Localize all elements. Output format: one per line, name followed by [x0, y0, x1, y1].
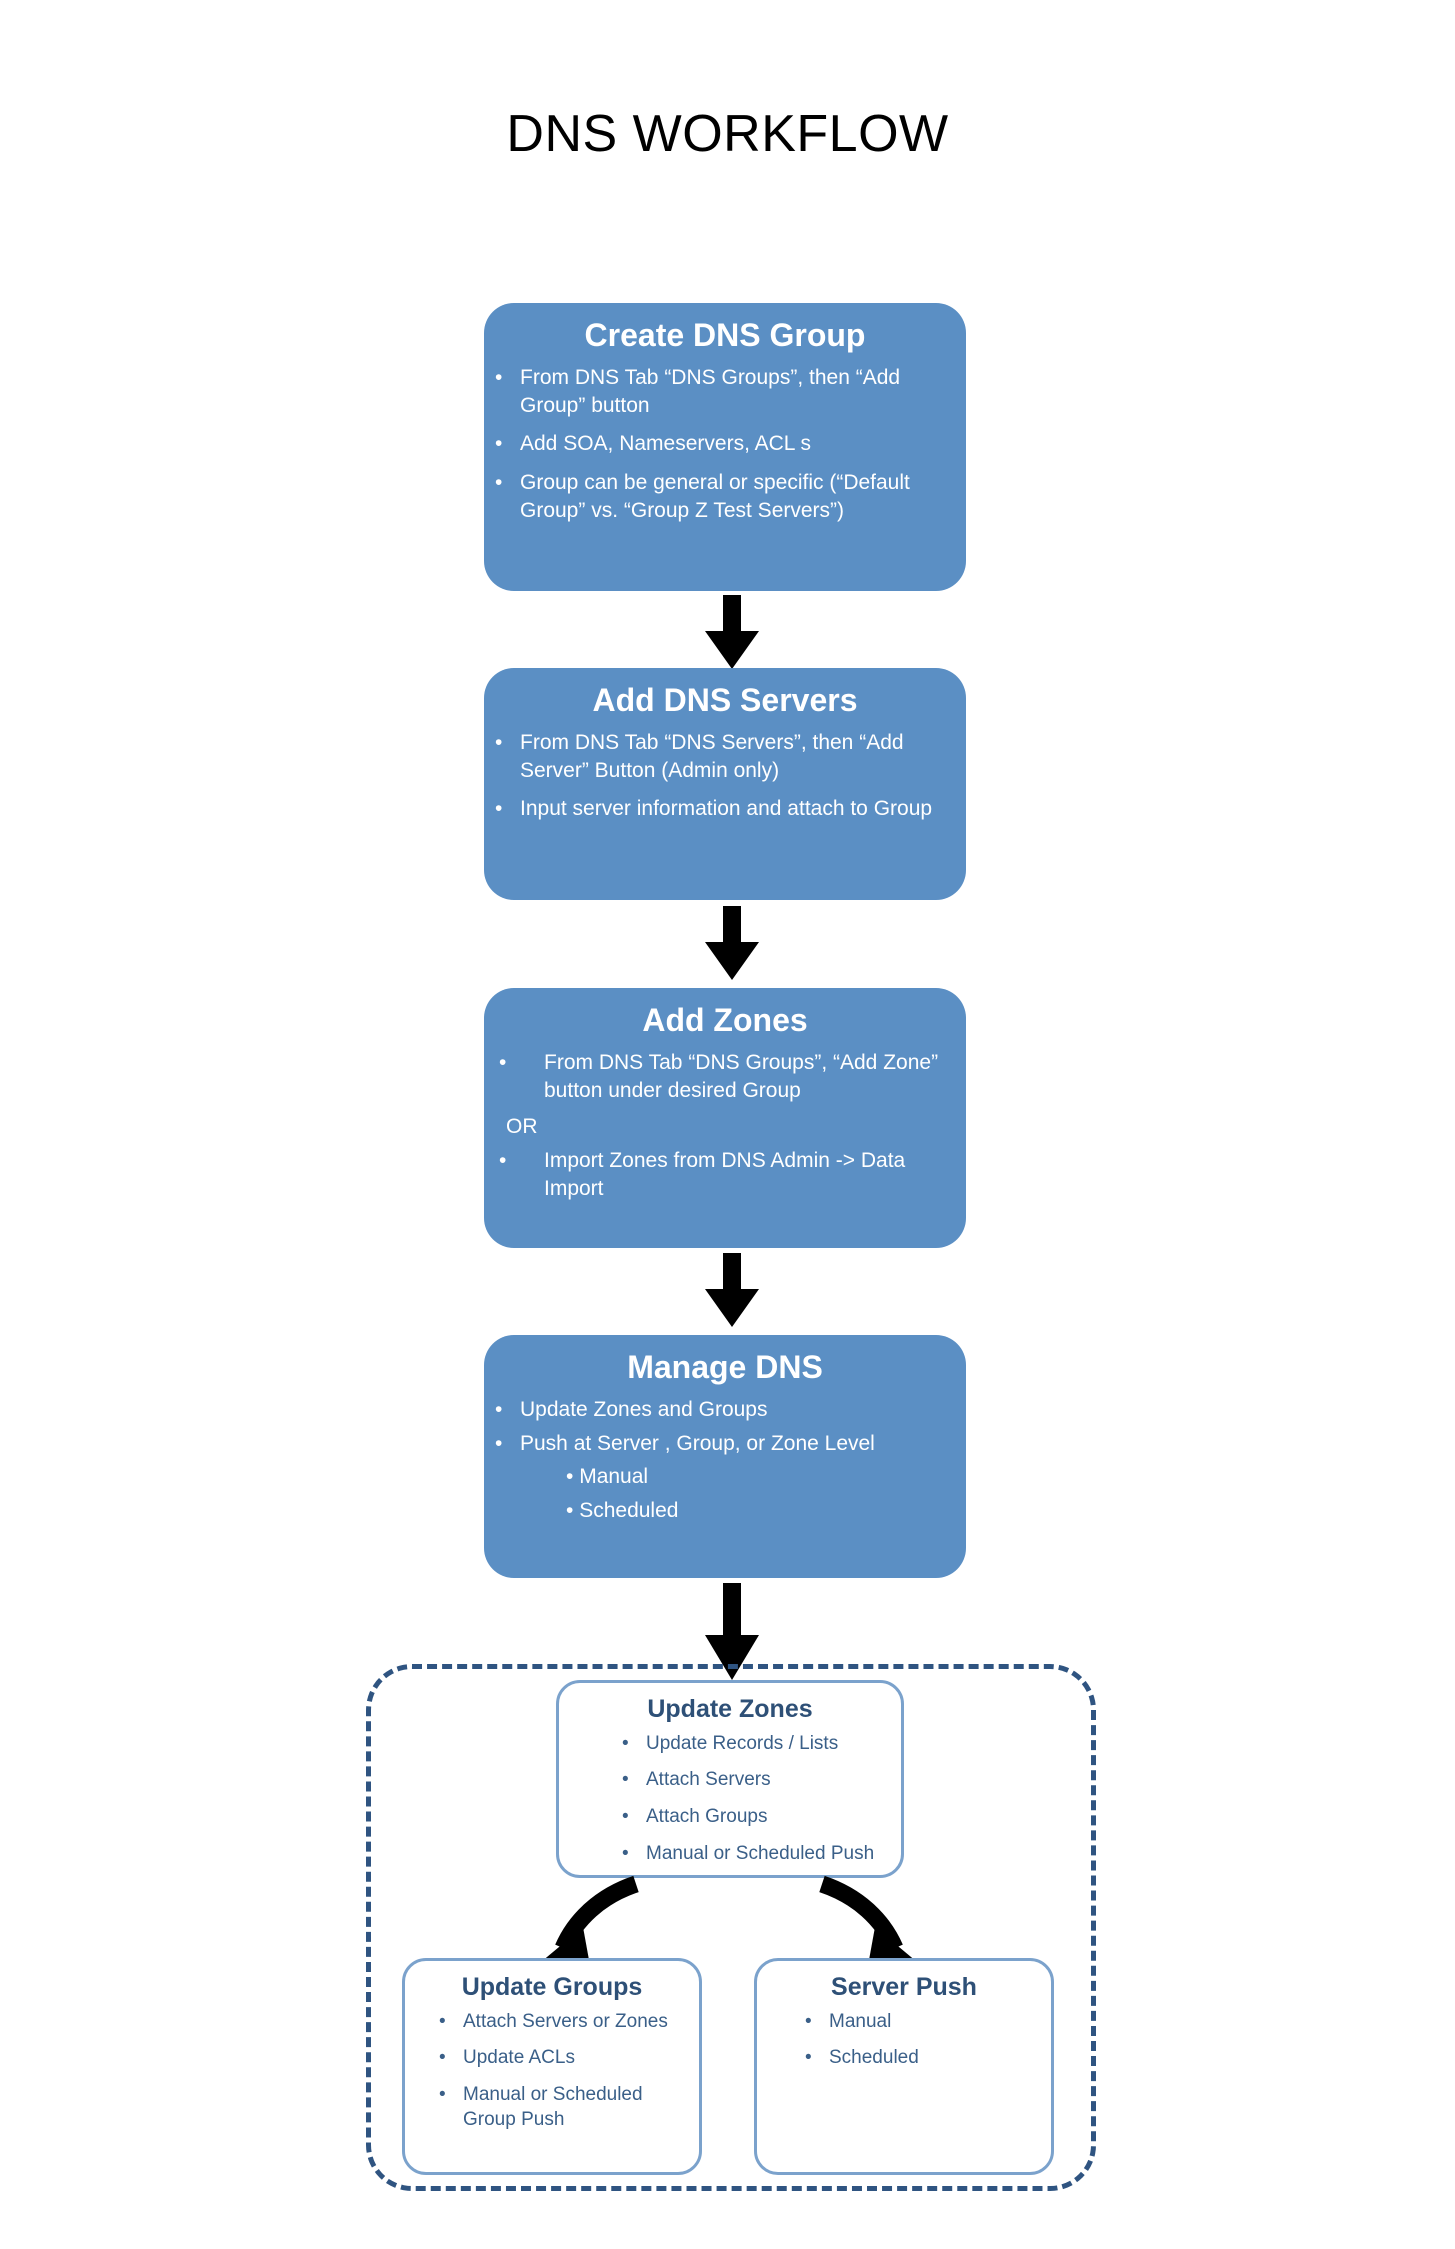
bullet-glyph: •: [622, 1806, 629, 1828]
step-bullet-list-after-or: • Import Zones from DNS Admin -> Data Im…: [499, 1147, 950, 1202]
list-item: • Update Zones and Groups: [495, 1396, 956, 1424]
detail-box-title: Update Zones: [647, 1695, 813, 1723]
list-item: • Attach Servers or Zones: [439, 2010, 685, 2035]
bullet-text: Manual or Scheduled Group Push: [463, 2084, 643, 2130]
detail-group-dashed-container: [366, 1664, 1096, 2191]
list-item: • Manual or Scheduled Push: [622, 1842, 891, 1867]
step-title: Manage DNS: [627, 1349, 823, 1385]
step-bullet-list: • From DNS Tab “DNS Groups”, then “Add G…: [495, 364, 950, 525]
step-title: Add DNS Servers: [592, 682, 858, 718]
list-item: • Update Records / Lists: [622, 1732, 891, 1757]
list-item: • From DNS Tab “DNS Groups”, “Add Zone” …: [499, 1049, 950, 1104]
bullet-text: Import Zones from DNS Admin -> Data Impo…: [544, 1149, 906, 1200]
or-separator-label: OR: [506, 1115, 538, 1139]
bullet-text: Update Zones and Groups: [520, 1397, 768, 1421]
step-bullet-list-before-or: • From DNS Tab “DNS Groups”, “Add Zone” …: [499, 1049, 950, 1104]
bullet-glyph: •: [566, 1498, 574, 1522]
step-bullet-list: • From DNS Tab “DNS Servers”, then “Add …: [495, 729, 950, 823]
bullet-glyph: •: [622, 1842, 629, 1864]
list-item: • Attach Servers: [622, 1768, 891, 1793]
detail-bullet-list: • Manual • Scheduled: [805, 2010, 1037, 2071]
bullet-text: Input server information and attach to G…: [520, 797, 933, 821]
list-item: • Manual or Scheduled Group Push: [439, 2083, 685, 2132]
bullet-glyph: •: [805, 2010, 812, 2032]
bullet-glyph: •: [495, 432, 503, 456]
bullet-text: Manual or Scheduled Push: [646, 1842, 875, 1864]
arrow-down-manage-to-detail-group: [705, 1583, 759, 1680]
list-item: • Manual: [805, 2010, 1037, 2035]
arrow-down-zones-to-manage: [705, 1253, 759, 1327]
step-title: Add Zones: [642, 1002, 808, 1038]
step-sub-bullet-list: • Manual • Scheduled: [484, 1463, 966, 1524]
bullet-text: Update Records / Lists: [646, 1732, 839, 1754]
bullet-glyph: •: [495, 1397, 503, 1421]
bullet-glyph: •: [495, 365, 503, 389]
bullet-text: From DNS Tab “DNS Servers”, then “Add Se…: [520, 730, 904, 782]
list-item: • Push at Server , Group, or Zone Level: [495, 1430, 956, 1458]
list-item: • Manual: [566, 1463, 966, 1490]
bullet-glyph: •: [495, 797, 503, 821]
sub-bullet-text: Manual: [579, 1465, 649, 1489]
list-item: • Import Zones from DNS Admin -> Data Im…: [499, 1147, 950, 1202]
bullet-text: Update ACLs: [463, 2047, 575, 2069]
step-box-create-dns-group[interactable]: Create DNS Group • From DNS Tab “DNS Gro…: [484, 303, 966, 591]
bullet-glyph: •: [495, 730, 503, 754]
bullet-text: Add SOA, Nameservers, ACL s: [520, 432, 811, 456]
bullet-glyph: •: [439, 2084, 446, 2106]
arrow-down-create-to-servers: [705, 595, 759, 669]
page-title: DNS WORKFLOW: [506, 105, 949, 163]
bullet-glyph: •: [495, 470, 503, 494]
bullet-glyph: •: [566, 1465, 574, 1489]
bullet-glyph: •: [499, 1149, 507, 1173]
list-item: • Group can be general or specific (“Def…: [495, 469, 950, 524]
bullet-glyph: •: [499, 1050, 507, 1074]
step-box-add-dns-servers[interactable]: Add DNS Servers • From DNS Tab “DNS Serv…: [484, 668, 966, 900]
step-bullet-list: • Update Zones and Groups • Push at Serv…: [495, 1396, 956, 1458]
bullet-text: Scheduled: [829, 2047, 919, 2069]
detail-bullet-list: • Update Records / Lists • Attach Server…: [622, 1732, 891, 1867]
list-item: • Update ACLs: [439, 2046, 685, 2071]
bullet-text: From DNS Tab “DNS Groups”, then “Add Gro…: [520, 365, 901, 417]
bullet-glyph: •: [439, 2047, 446, 2069]
detail-box-update-groups[interactable]: Update Groups • Attach Servers or Zones …: [402, 1958, 702, 2175]
bullet-text: Attach Servers: [646, 1769, 771, 1791]
bullet-text: Group can be general or specific (“Defau…: [520, 470, 910, 522]
detail-box-title: Server Push: [831, 1973, 977, 2001]
list-item: • Scheduled: [566, 1497, 966, 1524]
list-item: • Attach Groups: [622, 1805, 891, 1830]
bullet-glyph: •: [805, 2047, 812, 2069]
arrow-down-servers-to-zones: [705, 906, 759, 980]
detail-box-server-push[interactable]: Server Push • Manual • Scheduled: [754, 1958, 1054, 2175]
bullet-text: Attach Groups: [646, 1806, 768, 1828]
detail-box-update-zones[interactable]: Update Zones • Update Records / Lists • …: [556, 1680, 904, 1878]
bullet-text: From DNS Tab “DNS Groups”, “Add Zone” bu…: [544, 1050, 939, 1102]
step-title: Create DNS Group: [584, 317, 866, 353]
list-item: • From DNS Tab “DNS Servers”, then “Add …: [495, 729, 950, 784]
bullet-glyph: •: [622, 1732, 629, 1754]
bullet-text: Attach Servers or Zones: [463, 2010, 668, 2032]
bullet-glyph: •: [495, 1431, 503, 1455]
sub-bullet-text: Scheduled: [579, 1498, 679, 1522]
detail-box-title: Update Groups: [461, 1973, 643, 2001]
detail-bullet-list: • Attach Servers or Zones • Update ACLs …: [439, 2010, 685, 2133]
bullet-glyph: •: [622, 1769, 629, 1791]
list-item: • From DNS Tab “DNS Groups”, then “Add G…: [495, 364, 950, 419]
bullet-glyph: •: [439, 2010, 446, 2032]
list-item: • Add SOA, Nameservers, ACL s: [495, 430, 950, 458]
bullet-text: Manual: [829, 2010, 892, 2032]
step-box-manage-dns[interactable]: Manage DNS • Update Zones and Groups • P…: [484, 1335, 966, 1578]
list-item: • Input server information and attach to…: [495, 795, 950, 823]
step-box-add-zones[interactable]: Add Zones • From DNS Tab “DNS Groups”, “…: [484, 988, 966, 1248]
list-item: • Scheduled: [805, 2046, 1037, 2071]
bullet-text: Push at Server , Group, or Zone Level: [520, 1431, 875, 1455]
